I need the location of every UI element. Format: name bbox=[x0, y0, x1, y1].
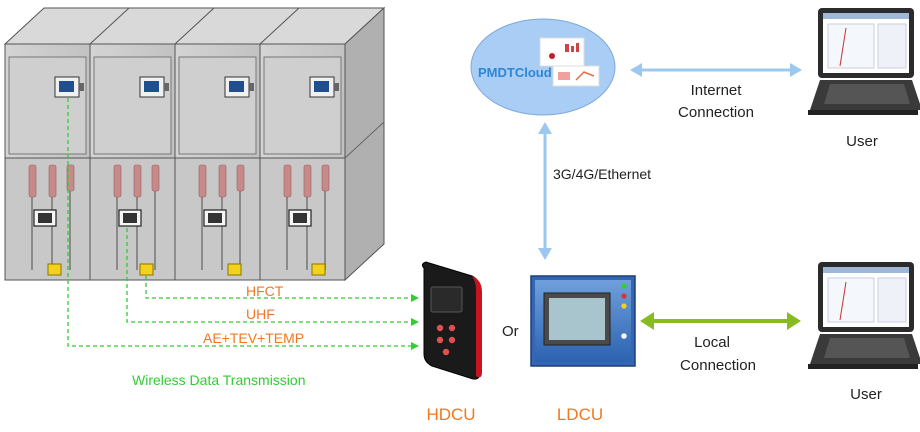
local-connection-arrow bbox=[640, 312, 801, 330]
switchgear-cabinets bbox=[3, 6, 386, 282]
sensor-hfct bbox=[139, 263, 154, 276]
door-display-4 bbox=[309, 76, 339, 98]
user-laptop-bottom bbox=[808, 262, 920, 369]
hdcu-label: HDCU bbox=[426, 405, 475, 424]
hfct-line bbox=[145, 276, 419, 302]
or-label: Or bbox=[502, 323, 519, 340]
breaker-units bbox=[33, 209, 312, 227]
ae-tev-temp-line bbox=[67, 98, 419, 350]
uplink-arrow bbox=[538, 122, 552, 260]
ldcu-label: LDCU bbox=[557, 405, 603, 424]
user-laptop-top bbox=[808, 8, 920, 115]
user-label-top: User bbox=[846, 133, 878, 150]
cloud-label: PMDTCloud bbox=[478, 65, 552, 80]
cabinet-bay-2 bbox=[89, 43, 176, 281]
user-label-bottom: User bbox=[850, 386, 882, 403]
sensor-boxes bbox=[47, 263, 326, 276]
wireless-label: Wireless Data Transmission bbox=[132, 372, 306, 388]
door-display-3 bbox=[224, 76, 254, 98]
cloud-screenshot-2 bbox=[552, 65, 600, 87]
uplink-label: 3G/4G/Ethernet bbox=[553, 166, 651, 182]
hfct-label: HFCT bbox=[246, 283, 284, 299]
pmdt-cloud bbox=[470, 18, 616, 116]
cabinet-bay-1 bbox=[4, 43, 91, 281]
internet-label-1: Internet bbox=[691, 82, 743, 99]
internet-connection-arrow bbox=[630, 63, 802, 77]
local-label-1: Local bbox=[694, 334, 730, 351]
door-display-2 bbox=[139, 76, 169, 98]
local-label-2: Connection bbox=[680, 357, 756, 374]
cabinet-side bbox=[344, 6, 385, 282]
ae-tev-temp-label: AE+TEV+TEMP bbox=[203, 330, 304, 346]
hdcu-device bbox=[421, 261, 482, 380]
cabinet-bay-4 bbox=[259, 43, 346, 281]
sensor-ae-tev-temp bbox=[47, 263, 62, 276]
insulator-bushings bbox=[28, 164, 330, 198]
wireless-links bbox=[67, 98, 419, 350]
sensor-bay3 bbox=[227, 263, 242, 276]
internet-label-2: Connection bbox=[678, 104, 754, 121]
uhf-line bbox=[126, 228, 419, 326]
sensor-bay4 bbox=[311, 263, 326, 276]
uhf-label: UHF bbox=[246, 306, 275, 322]
door-display-1 bbox=[54, 76, 84, 98]
ldcu-device bbox=[530, 275, 636, 367]
